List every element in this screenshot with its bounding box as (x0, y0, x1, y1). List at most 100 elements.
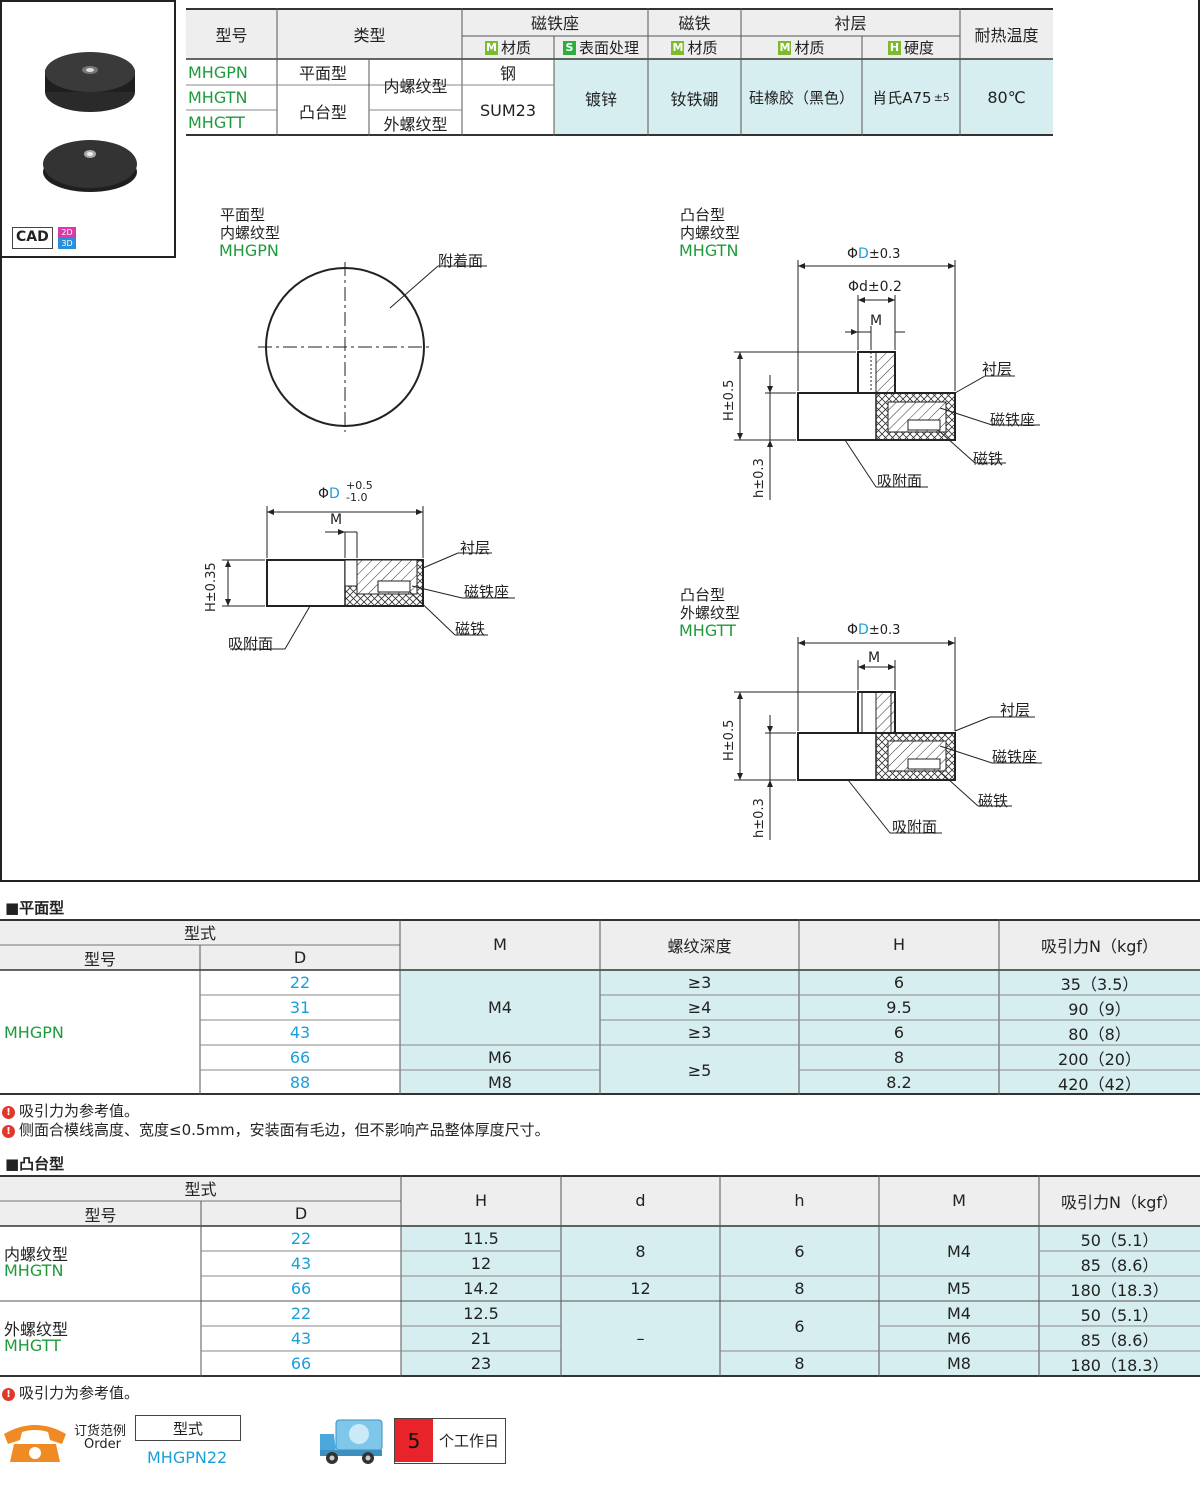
boss-M-0: M4 (947, 1241, 971, 1261)
col-base: 磁铁座 (530, 14, 579, 33)
lead-time-label: 个工作日 (438, 1432, 499, 1450)
surface-tag: S (562, 40, 576, 55)
boss-outer-dim-h: h±0.3 (752, 798, 767, 838)
flat-note-0: !吸引力为参考值。 (2, 1100, 139, 1121)
flat-force-4: 420（42） (1058, 1074, 1141, 1094)
material-tag: M (671, 40, 685, 55)
order-example: MHGPN22 (147, 1448, 228, 1467)
boss-outer-section-view (734, 637, 1042, 840)
flat-section-view (222, 506, 515, 650)
flat-spec-table: 型式 型号 D M 螺纹深度 H 吸引力N（kgf） MHGPN 22 31 4… (0, 919, 1200, 1095)
boss-D-4: 43 (290, 1329, 312, 1348)
order-label-cn: 订货范例 (74, 1424, 127, 1439)
dim-D-letter: D (858, 246, 869, 262)
cad-button[interactable]: CAD (12, 227, 53, 249)
tol-lower: -1.0 (346, 491, 368, 504)
temp-value: 80℃ (987, 88, 1026, 107)
product-photo-box: CAD 2D 3D (0, 0, 176, 258)
sub-magnet-material-text: 材质 (687, 39, 718, 57)
info-icon: ! (2, 1125, 15, 1138)
flat-M-2: M8 (488, 1073, 512, 1092)
dim-D-tol: ±0.3 (868, 623, 901, 638)
flat-depth-0: ≥3 (687, 973, 712, 992)
phone-icon (4, 1425, 66, 1462)
lead-time-days: 5 (395, 1419, 433, 1462)
boss-inner-base-label: 磁铁座 (990, 411, 1036, 429)
boss-outer-dim-M: M (868, 650, 881, 666)
dim-D-letter: D (329, 486, 340, 502)
flat-model: MHGPN (4, 1023, 64, 1042)
col-temp: 耐热温度 (974, 25, 1039, 45)
boss-H-2: 14.2 (463, 1279, 499, 1298)
boss-force-3: 50（5.1） (1080, 1305, 1159, 1325)
lining-silicone: 硅橡胶（黑色） (748, 89, 854, 107)
drawing-frame (0, 0, 1200, 882)
boss-note: !吸引力为参考值。 (2, 1382, 139, 1403)
boss-inner-dim-d: Φd±0.2 (848, 279, 902, 295)
flat-H-3: 8 (893, 1048, 905, 1067)
boss-inner-model: MHGTN (4, 1261, 64, 1280)
boss-inner-dim-M: M (870, 313, 883, 329)
boss-outer-thread-title: 外螺纹型 (680, 604, 741, 622)
flat-force-1: 90（9） (1068, 999, 1131, 1019)
flat-D-2: 43 (289, 1023, 311, 1042)
model-mhgpn: MHGPN (188, 63, 248, 82)
lead-time-box: 5 个工作日 (394, 1418, 506, 1464)
boss-D-5: 66 (290, 1354, 312, 1373)
boss-outer-dim-H: H±0.5 (722, 719, 737, 761)
thread-inner: 内螺纹型 (383, 76, 448, 96)
model-mhgtn: MHGTN (188, 88, 248, 107)
boss-H-3: 12.5 (463, 1304, 499, 1323)
boss-H-5: 23 (470, 1354, 492, 1373)
phi-symbol: Φ (847, 246, 859, 262)
boss-force-4: 85（8.6） (1080, 1330, 1159, 1350)
flat-D-3: 66 (289, 1048, 311, 1067)
boss-outer-type-title: 凸台型 (680, 586, 726, 604)
flat-depth-1: ≥4 (687, 998, 712, 1017)
hardness-tol: ±5 (933, 91, 950, 104)
boss-inner-model-title: MHGTN (679, 241, 739, 260)
spec-table-grid (186, 8, 1053, 136)
tol-upper: +0.5 (346, 479, 373, 492)
flat-H-0: 6 (893, 973, 905, 992)
boss-section-title: ■凸台型 (5, 1155, 65, 1173)
flat-h-model: 型号 (83, 949, 116, 969)
material-tag: M (778, 40, 792, 55)
boss-h-d: d (635, 1191, 646, 1210)
boss-D-2: 66 (290, 1279, 312, 1298)
boss-h-model: 型号 (84, 1205, 117, 1225)
flat-M-0: M4 (488, 998, 512, 1017)
material-tag: M (484, 40, 498, 55)
boss-h-h: h (794, 1191, 805, 1210)
flat-note-1-text: 侧面合模线高度、宽度≤0.5mm，安装面有毛边，但不影响产品整体厚度尺寸。 (19, 1121, 550, 1139)
boss-M-4: M8 (947, 1354, 971, 1373)
boss-D-0: 22 (290, 1229, 312, 1248)
delivery-truck-icon (320, 1419, 383, 1464)
flat-thread-title: 内螺纹型 (220, 224, 281, 242)
flat-attach-face-label: 附着面 (438, 252, 484, 270)
flat-h-depth: 螺纹深度 (667, 936, 732, 956)
col-model: 型号 (215, 25, 248, 45)
boss-h-2: 6 (794, 1316, 805, 1336)
boss-table-grid (0, 1175, 1200, 1377)
base-steel: 钢 (499, 64, 516, 83)
boss-h-force: 吸引力N（kgf） (1060, 1192, 1179, 1212)
cad-2d-badge[interactable]: 2D (58, 227, 76, 238)
flat-dim-D-tol: +0.5-1.0 (346, 480, 373, 504)
cad-3d-badge[interactable]: 3D (58, 238, 76, 249)
col-lining: 衬层 (834, 14, 867, 33)
flat-base-label: 磁铁座 (464, 583, 510, 601)
flat-table-grid (0, 919, 1200, 1095)
flat-H-1: 9.5 (886, 998, 912, 1017)
flat-D-1: 31 (289, 998, 311, 1017)
boss-outer-dim-D: ΦD±0.3 (847, 622, 900, 638)
boss-force-1: 85（8.6） (1080, 1255, 1159, 1275)
flat-h-form: 型式 (183, 924, 216, 943)
flat-type-title: 平面型 (220, 206, 266, 224)
boss-h-H: H (474, 1191, 488, 1210)
boss-d-1: 12 (630, 1279, 651, 1298)
boss-inner-label: 内螺纹型 (4, 1245, 69, 1264)
boss-inner-thread-title: 内螺纹型 (680, 224, 741, 242)
boss-M-3: M6 (947, 1329, 971, 1348)
